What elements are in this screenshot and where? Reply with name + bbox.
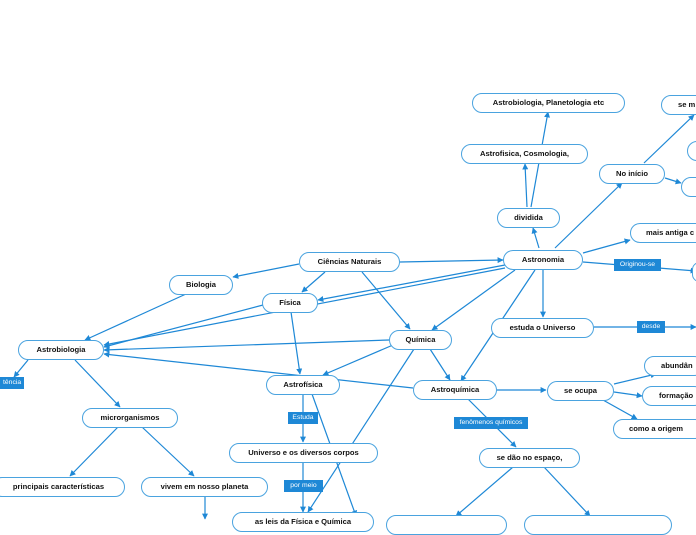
node-vivem-em-nosso-planeta[interactable]: vivem em nosso planeta [141, 477, 268, 497]
node-quimica[interactable]: Química [389, 330, 452, 350]
node-bottom-middle[interactable] [386, 515, 507, 535]
node-estuda-o-universo[interactable]: estuda o Universo [491, 318, 594, 338]
node-astrobiologia[interactable]: Astrobiologia [18, 340, 104, 360]
node-astrofisica[interactable]: Astrofísica [266, 375, 340, 395]
node-partial-right[interactable] [692, 262, 696, 282]
node-principais-caracteristicas[interactable]: principais características [0, 477, 125, 497]
node-mais-antiga[interactable]: mais antiga c [630, 223, 696, 243]
node-bottom-right[interactable] [524, 515, 672, 535]
node-biologia[interactable]: Biologia [169, 275, 233, 295]
label-fenomenos-quimicos: fenômenos químicos [454, 417, 528, 429]
node-no-inicio[interactable]: No início [599, 164, 665, 184]
node-astronomia[interactable]: Astronomia [503, 250, 583, 270]
node-astrobiologia-planetologia[interactable]: Astrobiologia, Planetologia etc [472, 93, 625, 113]
node-se-m[interactable]: se m [661, 95, 696, 115]
node-se-dao-no-espaco[interactable]: se dão no espaço, [479, 448, 580, 468]
node-astrofisica-cosmologia[interactable]: Astrofisica, Cosmologia, [461, 144, 588, 164]
label-desde: desde [637, 321, 665, 333]
node-se-ocupa[interactable]: se ocupa [547, 381, 614, 401]
node-microrganismos[interactable]: microrganismos [82, 408, 178, 428]
node-dividida[interactable]: dividida [497, 208, 560, 228]
label-tencia: tência [0, 377, 24, 389]
node-formacao[interactable]: formação [642, 386, 696, 406]
node-universo-e-corpos[interactable]: Universo e os diversos corpos [229, 443, 378, 463]
label-originou-se: Originou-se [614, 259, 661, 271]
label-por-meio: por meio [284, 480, 323, 492]
node-partial-mid[interactable] [681, 177, 696, 197]
node-como-a-origem[interactable]: como a origem [613, 419, 696, 439]
node-astroquimica[interactable]: Astroquímica [413, 380, 497, 400]
node-leis-fisica-quimica[interactable]: as leis da Física e Química [232, 512, 374, 532]
node-ciencias-naturais[interactable]: Ciências Naturais [299, 252, 400, 272]
label-estuda: Estuda [288, 412, 318, 424]
node-fisica[interactable]: Física [262, 293, 318, 313]
node-abundancia[interactable]: abundân [644, 356, 696, 376]
